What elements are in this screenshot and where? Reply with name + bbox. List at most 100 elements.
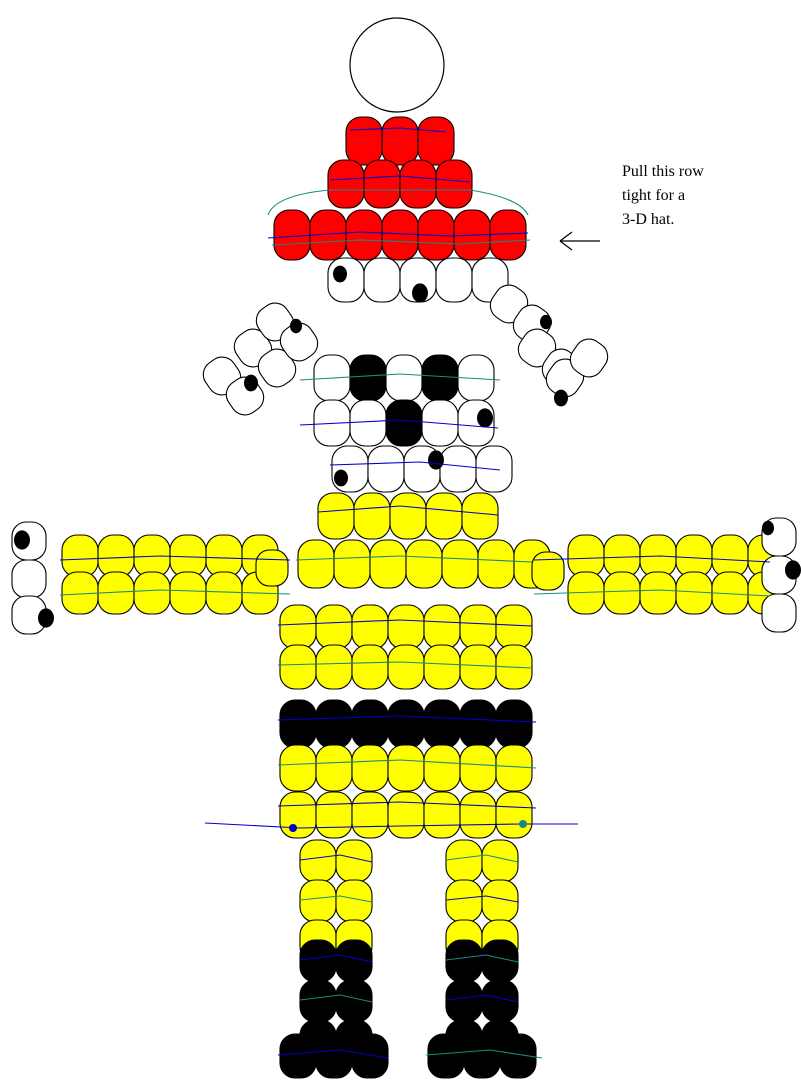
foot-bead — [316, 1034, 352, 1078]
body-bead — [442, 540, 478, 588]
body-bead — [316, 745, 352, 791]
arm-bead — [676, 535, 712, 577]
bead-spot — [38, 608, 54, 627]
leg-bead — [446, 880, 482, 922]
body-bead — [496, 792, 532, 838]
body-bead — [316, 605, 352, 649]
chest-bead — [422, 355, 458, 401]
annotation-line-1: Pull this row — [622, 162, 704, 182]
belt-bead — [388, 700, 424, 748]
body-bead — [424, 745, 460, 791]
hat-bead — [328, 160, 364, 208]
body-bead — [424, 792, 460, 838]
belt-bead — [496, 700, 532, 748]
body-bead — [424, 605, 460, 649]
body-bead — [390, 493, 426, 539]
arm-bead — [170, 572, 206, 614]
hat-bead — [436, 160, 472, 208]
chest-bead — [386, 400, 422, 446]
head-bead — [350, 18, 444, 112]
body-bead — [424, 645, 460, 689]
body-bead — [388, 645, 424, 689]
body-bead — [352, 645, 388, 689]
bead-spot — [762, 521, 774, 535]
body-bead — [460, 745, 496, 791]
bead-spot — [540, 315, 552, 329]
leg-bead — [446, 840, 482, 882]
bead-spot — [333, 266, 347, 283]
body-bead — [460, 792, 496, 838]
bead-spot — [428, 450, 444, 469]
bead-spot — [290, 319, 302, 333]
belt-bead — [280, 700, 316, 748]
belt-bead — [460, 700, 496, 748]
foot-bead — [352, 1034, 388, 1078]
thread-knot — [289, 824, 297, 832]
bead-spot — [477, 408, 493, 427]
arm-bead — [532, 552, 564, 590]
arm-bead — [206, 572, 242, 614]
body-bead — [352, 605, 388, 649]
body-bead — [280, 645, 316, 689]
arm-bead — [604, 535, 640, 577]
face-bead — [364, 258, 400, 302]
boot-bead — [300, 980, 336, 1022]
face-bead — [436, 258, 472, 302]
body-bead — [496, 745, 532, 791]
leg-bead — [300, 840, 336, 882]
hat-bead — [418, 117, 454, 165]
boot-bead — [300, 940, 336, 982]
hat-brim-bead — [490, 210, 526, 260]
body-bead — [298, 540, 334, 588]
body-bead — [280, 792, 316, 838]
foot-bead — [428, 1034, 464, 1078]
arm-bead — [206, 535, 242, 577]
body-bead — [460, 645, 496, 689]
foot-bead — [464, 1034, 500, 1078]
belt-bead — [316, 700, 352, 748]
body-bead — [388, 792, 424, 838]
body-bead — [478, 540, 514, 588]
arm-bead — [712, 535, 748, 577]
bead-spot — [14, 530, 30, 549]
boot-bead — [446, 940, 482, 982]
body-bead — [388, 605, 424, 649]
chest-bead — [350, 400, 386, 446]
body-bead — [496, 605, 532, 649]
chest-bead — [350, 355, 386, 401]
bead-spot — [412, 283, 428, 302]
bead-spot — [785, 560, 801, 579]
belt-bead — [424, 700, 460, 748]
body-bead — [280, 605, 316, 649]
hat-brim-bead — [274, 210, 310, 260]
annotation-line-3: 3-D hat. — [622, 210, 674, 230]
annotation-line-2: tight for a — [622, 186, 685, 206]
hand-bead — [12, 560, 46, 598]
leg-bead — [300, 880, 336, 922]
arm-bead — [640, 572, 676, 614]
body-bead — [280, 745, 316, 791]
thread-knot — [519, 820, 527, 828]
hat-brim-bead — [346, 210, 382, 260]
hat-brim-bead — [382, 210, 418, 260]
chest-bead — [368, 446, 404, 492]
arm-bead — [256, 550, 288, 586]
hat-bead — [346, 117, 382, 165]
bead-spot — [334, 470, 348, 487]
body-bead — [406, 540, 442, 588]
hand-bead — [762, 594, 796, 632]
chest-bead — [386, 355, 422, 401]
body-bead — [426, 493, 462, 539]
body-bead — [334, 540, 370, 588]
body-bead — [316, 792, 352, 838]
bead-spot — [554, 390, 568, 407]
bead-spot — [244, 375, 258, 392]
arm-bead — [62, 535, 98, 577]
hat-bead — [400, 160, 436, 208]
boot-bead — [446, 980, 482, 1022]
hat-bead — [364, 160, 400, 208]
body-bead — [388, 745, 424, 791]
foot-bead — [280, 1034, 316, 1078]
body-bead — [462, 493, 498, 539]
chest-bead — [440, 446, 476, 492]
